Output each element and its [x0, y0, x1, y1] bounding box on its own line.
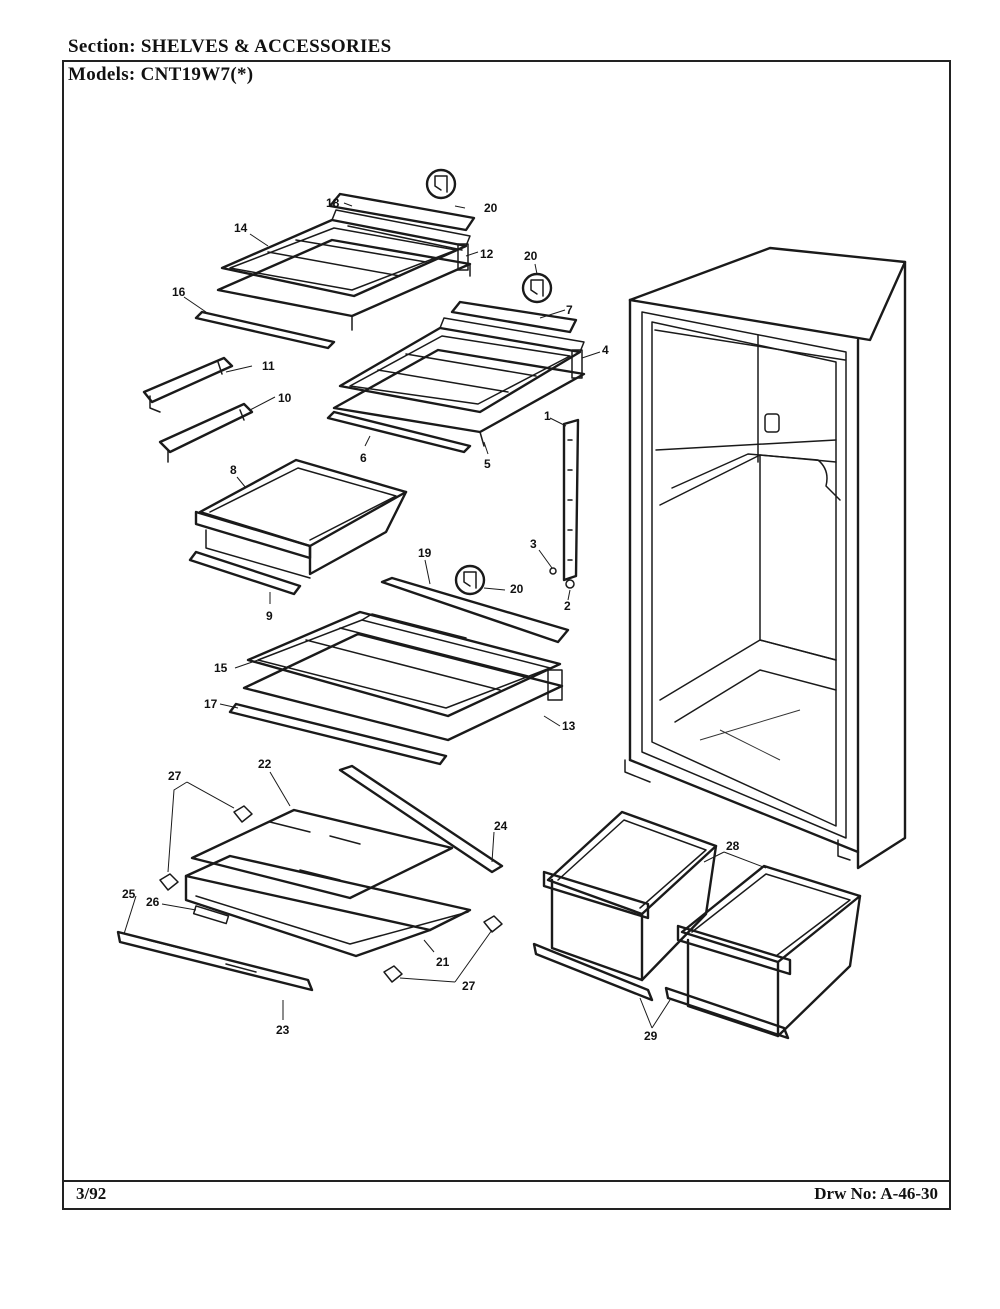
- callout-23: 23: [276, 1023, 290, 1037]
- callout-12: 12: [480, 247, 494, 261]
- footer-date: 3/92: [76, 1184, 107, 1203]
- top-shelf: [194, 192, 476, 350]
- crisper-cover-assembly: [116, 764, 504, 992]
- callout-25: 25: [122, 887, 136, 901]
- callout-22: 22: [258, 757, 272, 771]
- leader-lines: [123, 202, 767, 1029]
- callout-6: 6: [360, 451, 367, 465]
- lower-shelf: [228, 576, 570, 766]
- callout-18: 18: [326, 196, 340, 210]
- drawing-number-value: A-46-30: [880, 1184, 938, 1203]
- shelf-brackets: [142, 356, 254, 463]
- section-label: Section:: [68, 36, 136, 57]
- callout-21: 21: [436, 955, 450, 969]
- callout-15: 15: [214, 661, 228, 675]
- callout-28: 28: [726, 839, 740, 853]
- callout-17: 17: [204, 697, 218, 711]
- callout-1: 1: [544, 409, 551, 423]
- callout-9: 9: [266, 609, 273, 623]
- callout-10: 10: [278, 391, 292, 405]
- footer-divider: [62, 1180, 951, 1182]
- callout-14: 14: [234, 221, 248, 235]
- section-value: SHELVES & ACCESSORIES: [140, 36, 392, 57]
- callout-20-low: 20: [510, 582, 524, 596]
- callout-19: 19: [418, 546, 432, 560]
- callout-4: 4: [602, 343, 609, 357]
- callout-20-mid: 20: [524, 249, 538, 263]
- drawing-frame: [62, 60, 951, 1210]
- meat-drawer: [188, 458, 408, 596]
- section-heading: Section: SHELVES & ACCESSORIES: [68, 36, 392, 58]
- callout-8: 8: [230, 463, 237, 477]
- callout-27-right: 27: [462, 979, 476, 993]
- callout-20-top: 20: [484, 201, 498, 215]
- refrigerator-cabinet: [624, 246, 907, 870]
- drawing-number-label: Drw No:: [814, 1184, 878, 1203]
- callout-16: 16: [172, 285, 186, 299]
- callout-2: 2: [564, 599, 571, 613]
- crisper-drawers: [532, 810, 862, 1040]
- callout-27-left: 27: [168, 769, 182, 783]
- callout-labels: 18 20 14 12 20 16 7 4 11 10 1 8 6 5 3 19…: [122, 196, 740, 1043]
- callout-3: 3: [530, 537, 537, 551]
- callout-24: 24: [494, 819, 508, 833]
- models-heading: Models: CNT19W7(*): [68, 64, 253, 86]
- callout-29: 29: [644, 1029, 658, 1043]
- footer-drawing-number: Drw No: A-46-30: [814, 1184, 938, 1204]
- callout-7: 7: [566, 303, 573, 317]
- callout-5: 5: [484, 457, 491, 471]
- callout-13: 13: [562, 719, 576, 733]
- middle-shelf: [326, 300, 586, 454]
- models-label: Models:: [68, 64, 136, 85]
- models-value: CNT19W7(*): [140, 64, 254, 85]
- shelf-rail: [549, 418, 580, 589]
- callout-26: 26: [146, 895, 160, 909]
- callout-11: 11: [262, 359, 275, 373]
